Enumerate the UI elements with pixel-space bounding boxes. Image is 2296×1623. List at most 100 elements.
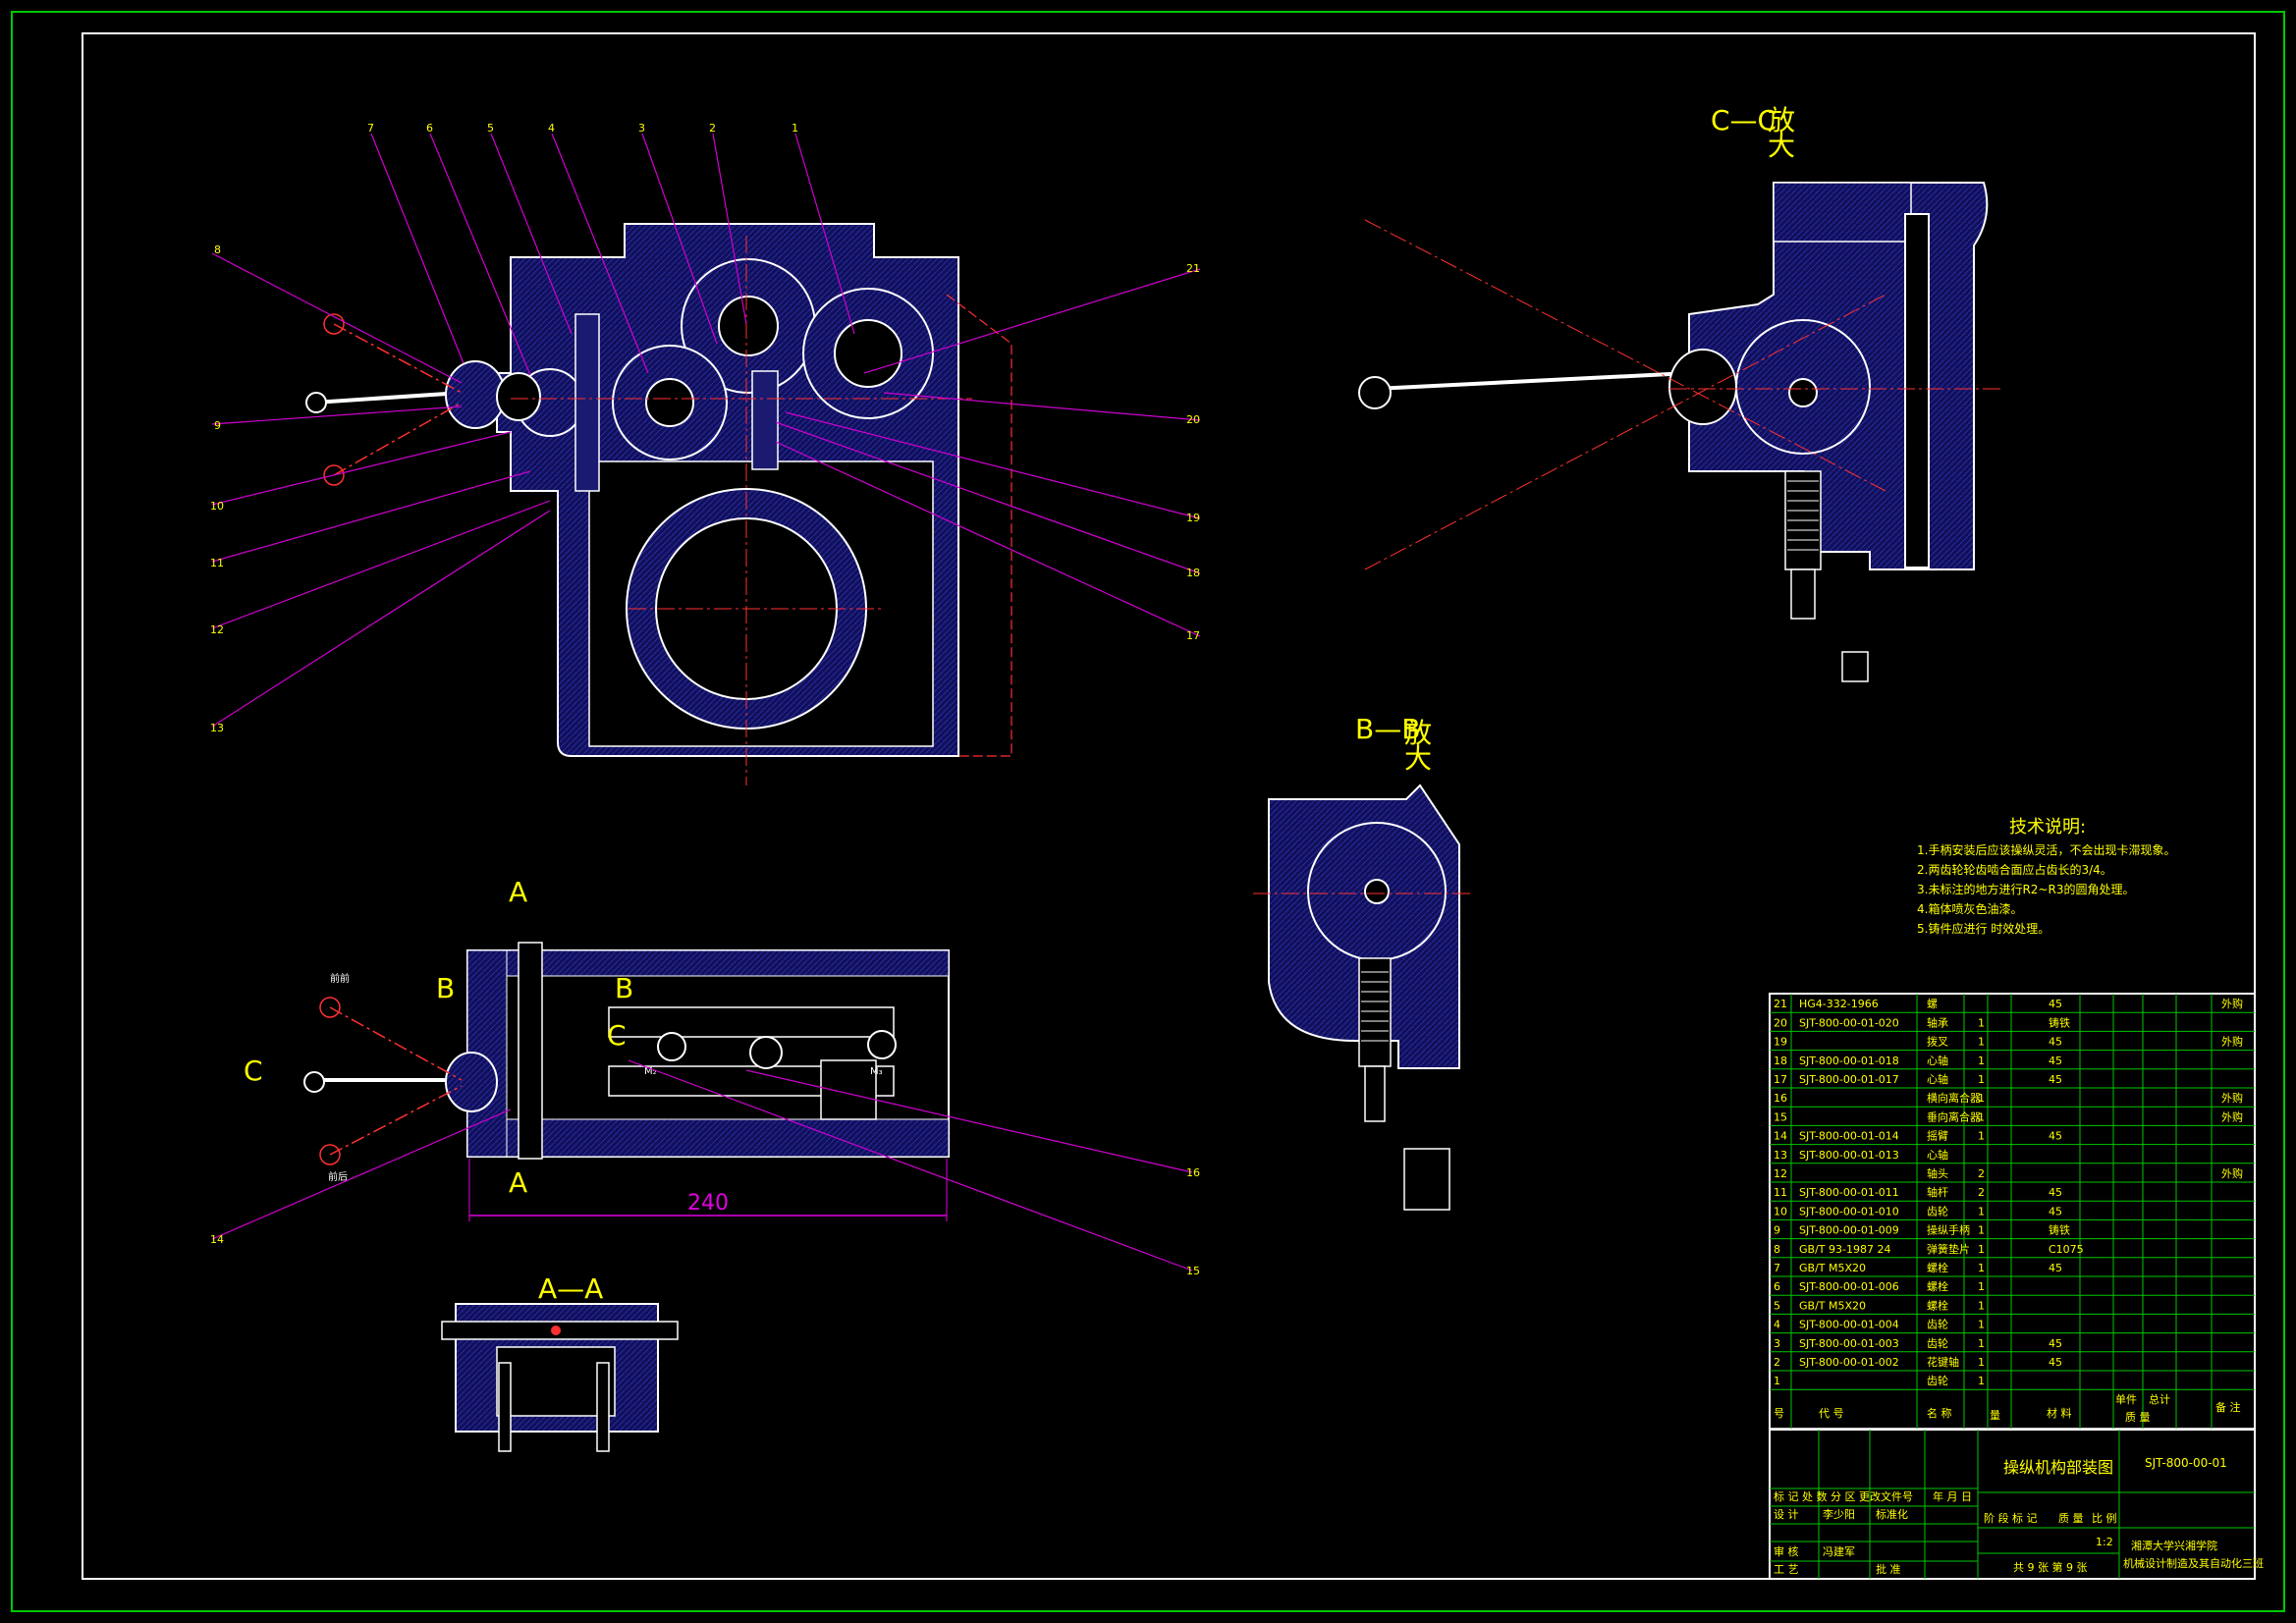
bom-cell-qty: 1 xyxy=(1978,1224,1985,1237)
bom-cell-name: 齿轮 xyxy=(1927,1318,1948,1331)
bom-cell-code: SJT-800-00-01-009 xyxy=(1799,1224,1899,1237)
main-view: 7 6 5 4 3 2 1 8 9 10 11 12 13 21 20 19 1… xyxy=(210,122,1201,785)
bom-cell-no: 13 xyxy=(1774,1149,1787,1162)
tb-scale: 1:2 xyxy=(2096,1536,2113,1548)
bom-header-no: 号 xyxy=(1774,1407,1784,1420)
bom-cell-name: 拨叉 xyxy=(1927,1035,1948,1049)
bom-cell-code: SJT-800-00-01-018 xyxy=(1799,1055,1899,1067)
bom-cell-qty: 1 xyxy=(1978,1073,1985,1086)
bom-cell-qty: 1 xyxy=(1978,1110,1985,1123)
bom-cell-qty: 1 xyxy=(1978,1243,1985,1256)
bom-cell-name: 摇臂 xyxy=(1927,1129,1948,1143)
technical-notes: 技术说明: 1.手柄安装后应该操纵灵活，不会出现卡滞现象。 2.两齿轮轮齿啮合面… xyxy=(1917,817,2175,936)
bom-cell-name: 螺 xyxy=(1927,998,1938,1010)
bom-cell-code: HG4-332-1966 xyxy=(1799,998,1879,1010)
bom-header-w1: 单件 xyxy=(2115,1393,2137,1406)
tb-weight: 质 量 xyxy=(2058,1512,2084,1525)
tb-scale-label: 比 例 xyxy=(2092,1511,2117,1525)
cut-c-right: C xyxy=(607,1019,627,1052)
tech-note-1: 1.手柄安装后应该操纵灵活，不会出现卡滞现象。 xyxy=(1917,842,2175,857)
bom-cell-qty: 1 xyxy=(1978,1205,1985,1217)
bom-cell-code: SJT-800-00-01-002 xyxy=(1799,1356,1899,1369)
balloon-1: 1 xyxy=(792,122,798,135)
tb-process: 工 艺 xyxy=(1774,1563,1799,1576)
bom-cell-no: 10 xyxy=(1774,1205,1787,1217)
bom-cell-name: 螺栓 xyxy=(1927,1298,1948,1312)
section-bb-view: B—B 放 大 xyxy=(1253,713,1473,1211)
bom-cell-name: 弹簧垫片 xyxy=(1927,1242,1970,1256)
balloon-16: 16 xyxy=(1186,1166,1200,1179)
bom-cell-qty: 1 xyxy=(1978,1262,1985,1274)
bom-cell-name: 心轴 xyxy=(1927,1072,1948,1086)
tech-note-3: 3.未标注的地方进行R2~R3的圆角处理。 xyxy=(1917,882,2134,896)
bom-cell-qty: 1 xyxy=(1978,1375,1985,1387)
bom-cell-code: SJT-800-00-01-010 xyxy=(1799,1205,1899,1217)
bom-cell-code: SJT-800-00-01-004 xyxy=(1799,1319,1899,1331)
section-bb-suffix: 放 xyxy=(1404,717,1432,749)
section-cc-view: C—C 放 大 xyxy=(1358,104,2003,682)
balloon-15: 15 xyxy=(1186,1265,1200,1277)
bom-cell-no: 12 xyxy=(1774,1167,1787,1180)
bom-cell-no: 15 xyxy=(1774,1110,1787,1123)
bom-cell-name: 横向离合器 xyxy=(1927,1091,1981,1105)
bom-header-code: 代 号 xyxy=(1819,1407,1844,1420)
tb-design: 设 计 xyxy=(1774,1508,1799,1521)
bom-cell-name: 垂向离合器 xyxy=(1927,1109,1981,1123)
balloon-18: 18 xyxy=(1186,567,1200,579)
title-block: 操纵机构部装图 SJT-800-00-01 标 记 处 数 分 区 更改文件号 … xyxy=(1769,1429,2264,1580)
bom-cell-mat: 45 xyxy=(2049,1205,2062,1217)
bom-cell-qty: 1 xyxy=(1978,1319,1985,1331)
bom-cell-qty: 1 xyxy=(1978,1130,1985,1143)
balloon-3: 3 xyxy=(638,122,645,135)
balloon-13: 13 xyxy=(210,722,224,734)
bom-cell-no: 1 xyxy=(1774,1375,1780,1387)
section-aa-view: A—A xyxy=(441,1272,679,1452)
section-aa-label: A—A xyxy=(538,1272,603,1305)
tb-major: 机械设计制造及其自动化三班 xyxy=(2123,1556,2264,1570)
bom-cell-mat: 45 xyxy=(2049,1356,2062,1369)
drawing-name: 操纵机构部装图 xyxy=(2003,1458,2113,1477)
balloon-17: 17 xyxy=(1186,629,1200,642)
bom-cell-mat: 45 xyxy=(2049,1130,2062,1143)
bom-cell-no: 17 xyxy=(1774,1073,1787,1086)
balloon-11: 11 xyxy=(210,557,224,569)
tb-designer: 李少阳 xyxy=(1823,1507,1855,1521)
tech-note-5: 5.铸件应进行 时效处理。 xyxy=(1917,921,2050,936)
section-bb-suffix2: 大 xyxy=(1404,742,1432,775)
balloon-12: 12 xyxy=(210,623,224,636)
bom-cell-no: 18 xyxy=(1774,1055,1787,1067)
bom-cell-mat: 45 xyxy=(2049,1337,2062,1350)
bom-cell-no: 5 xyxy=(1774,1299,1780,1312)
tb-school: 湘潭大学兴湘学院 xyxy=(2131,1539,2217,1552)
bom-header-w2: 总计 xyxy=(2149,1392,2170,1406)
bom-cell-no: 9 xyxy=(1774,1224,1780,1237)
balloon-6: 6 xyxy=(426,122,433,135)
bom-cell-qty: 1 xyxy=(1978,1055,1985,1067)
balloon-20: 20 xyxy=(1186,413,1200,426)
bom-header-mat: 材 料 xyxy=(2047,1406,2072,1420)
cut-a-bottom: A xyxy=(509,1166,527,1199)
bom-cell-code: GB/T 93-1987 24 xyxy=(1799,1243,1890,1256)
tb-mark-row: 标 记 处 数 分 区 更改文件号 xyxy=(1774,1489,1913,1503)
bom-cell-qty: 1 xyxy=(1978,1356,1985,1369)
tb-date-row: 年 月 日 xyxy=(1933,1489,1972,1503)
bom-cell-no: 19 xyxy=(1774,1036,1787,1049)
bom-cell-no: 6 xyxy=(1774,1280,1780,1293)
tech-note-4: 4.箱体喷灰色油漆。 xyxy=(1917,901,2022,916)
bom-cell-code: SJT-800-00-01-013 xyxy=(1799,1149,1899,1162)
bom-cell-name: 轴头 xyxy=(1927,1166,1948,1180)
bom-cell-qty: 2 xyxy=(1978,1186,1985,1199)
cut-b-left: B xyxy=(436,972,455,1004)
balloon-19: 19 xyxy=(1186,512,1200,524)
balloon-7: 7 xyxy=(367,122,374,135)
tb-standard: 标准化 xyxy=(1876,1507,1908,1521)
bom-cell-name: 齿轮 xyxy=(1927,1336,1948,1350)
bom-cell-mat: 铸铁 xyxy=(2049,1223,2070,1237)
bom-cell-qty: 1 xyxy=(1978,1036,1985,1049)
bom-cell-code: GB/T M5X20 xyxy=(1799,1262,1866,1274)
bom-cell-note: 外购 xyxy=(2221,1109,2243,1123)
bom-cell-note: 外购 xyxy=(2221,1166,2243,1180)
cut-c-left: C xyxy=(244,1055,263,1087)
bom-cell-mat: C1075 xyxy=(2049,1243,2084,1256)
